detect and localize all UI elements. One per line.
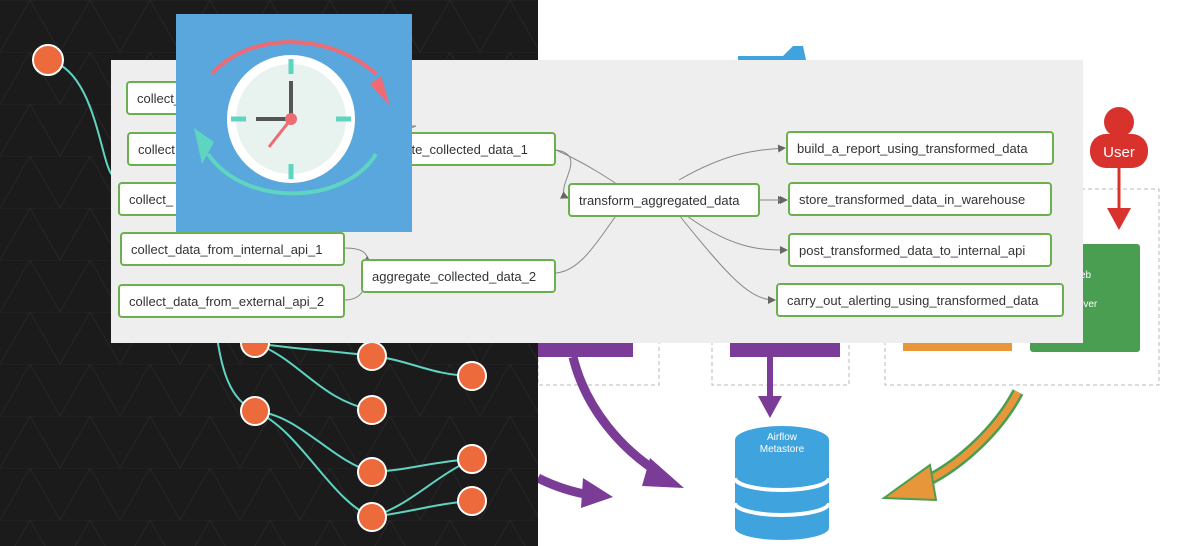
dag-node-collect-external-api[interactable]: collect_data_from_external_api_2	[118, 284, 345, 318]
user-label: User	[1103, 144, 1135, 161]
graph-node	[357, 395, 387, 425]
metastore-database-icon	[733, 426, 831, 540]
user-icon	[1090, 107, 1148, 168]
scheduler-clock-icon	[176, 14, 412, 232]
dag-node-collect-internal-api[interactable]: collect_data_from_internal_api_1	[120, 232, 345, 266]
blue-shape-fragment	[738, 46, 806, 60]
metastore-label-line2: Metastore	[760, 444, 805, 455]
graph-node	[357, 341, 387, 371]
user-to-webserver-arrow	[1107, 168, 1131, 230]
purple-arrows	[538, 355, 782, 508]
metastore-label-line1: Airflow	[767, 432, 798, 443]
dag-node-aggregate-1[interactable]: gate_collected_data_1	[391, 132, 556, 166]
dag-edges	[344, 125, 788, 304]
webserver-label-line1: eb	[1080, 270, 1092, 281]
dag-node-store-warehouse[interactable]: store_transformed_data_in_warehouse	[788, 182, 1052, 216]
graph-node	[457, 486, 487, 516]
dag-node-aggregate-2[interactable]: aggregate_collected_data_2	[361, 259, 556, 293]
graph-node	[240, 396, 270, 426]
dag-graph-view: collect_ collect collect_ collect_data_f…	[111, 60, 1083, 343]
webserver-to-metastore-arrow	[881, 389, 1024, 502]
dag-node-transform[interactable]: transform_aggregated_data	[568, 183, 760, 217]
graph-node	[357, 457, 387, 487]
dag-node-build-report[interactable]: build_a_report_using_transformed_data	[786, 131, 1054, 165]
graph-node	[457, 444, 487, 474]
graph-node	[457, 361, 487, 391]
graph-node	[32, 44, 64, 76]
dag-node-post-internal-api[interactable]: post_transformed_data_to_internal_api	[788, 233, 1052, 267]
graph-node	[357, 502, 387, 532]
purple-box	[538, 343, 633, 357]
purple-box	[730, 343, 840, 357]
dag-node-collect[interactable]: collect	[127, 132, 195, 166]
webserver-label-line2: rver	[1080, 299, 1098, 310]
dag-node-carry-out-alerting[interactable]: carry_out_alerting_using_transformed_dat…	[776, 283, 1064, 317]
orange-box	[903, 343, 1012, 351]
clock-graphic	[194, 40, 390, 196]
